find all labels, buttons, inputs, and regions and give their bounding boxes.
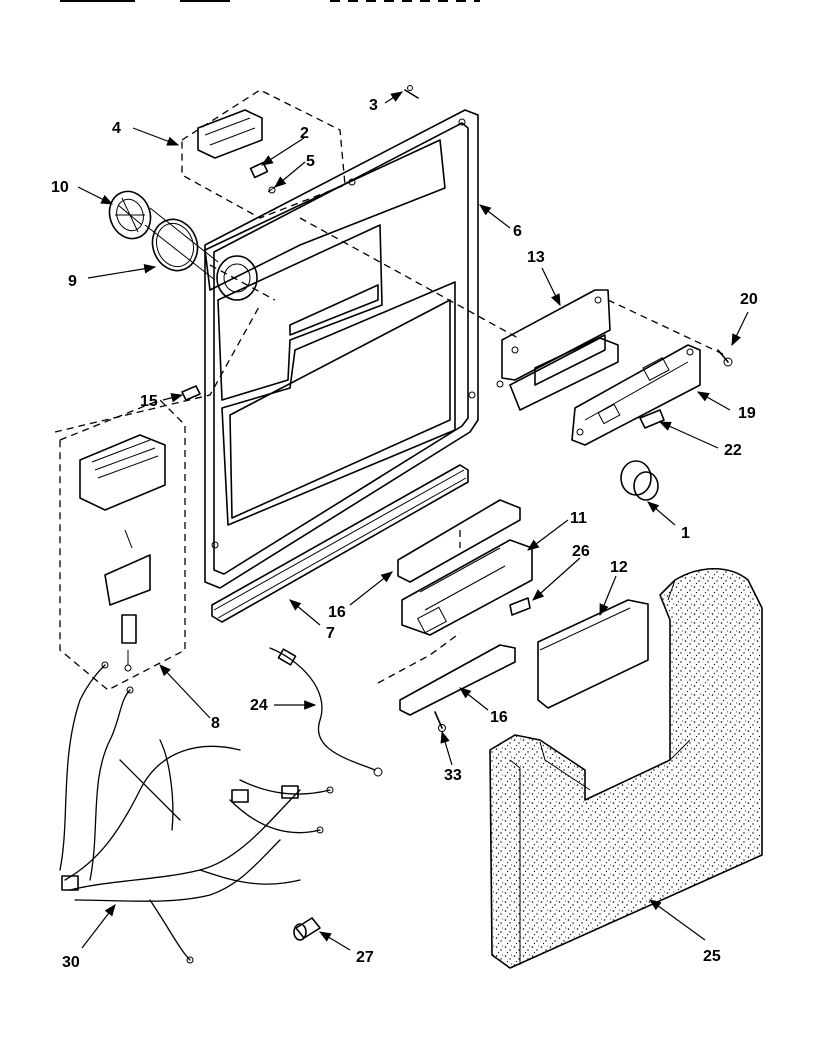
callout-9: 9 xyxy=(68,273,77,290)
control-board xyxy=(571,344,701,446)
latch-spring xyxy=(509,597,531,616)
leader-lines xyxy=(54,91,749,951)
door-cable xyxy=(269,647,383,777)
callout-20: 20 xyxy=(740,291,758,308)
control-knob xyxy=(620,460,659,501)
control-bracket xyxy=(496,289,619,411)
callout-5: 5 xyxy=(306,153,315,170)
callout-3: 3 xyxy=(369,97,378,114)
callout-labels: 1 2 3 4 5 6 7 8 9 10 11 12 13 15 16 16 1… xyxy=(51,97,758,971)
callout-19: 19 xyxy=(738,405,756,422)
callout-24: 24 xyxy=(250,697,268,714)
callout-2: 2 xyxy=(300,125,309,142)
door-inner-panel xyxy=(204,109,479,589)
door-insulation xyxy=(489,567,763,969)
callout-4: 4 xyxy=(112,120,121,137)
clip xyxy=(181,385,201,401)
callout-10: 10 xyxy=(51,179,69,196)
screw xyxy=(404,85,419,99)
callout-16-upper: 16 xyxy=(328,604,346,621)
callout-8: 8 xyxy=(211,715,220,732)
callout-25: 25 xyxy=(703,948,721,965)
callout-1: 1 xyxy=(681,525,690,542)
lower-trim-strip xyxy=(211,464,469,623)
callout-30: 30 xyxy=(62,954,80,971)
console-panel xyxy=(537,599,649,709)
thermostat xyxy=(293,917,321,941)
callout-6: 6 xyxy=(513,223,522,240)
soap-dispenser xyxy=(397,499,533,716)
screw xyxy=(434,711,446,732)
callout-27: 27 xyxy=(356,949,374,966)
vent-assembly xyxy=(108,190,219,281)
callout-15: 15 xyxy=(140,393,158,410)
callout-33: 33 xyxy=(444,767,462,784)
latch-kit xyxy=(181,89,346,219)
wiring-harness xyxy=(59,661,334,964)
callout-26: 26 xyxy=(572,543,590,560)
callout-13: 13 xyxy=(527,249,545,266)
callout-7: 7 xyxy=(326,625,335,642)
callout-22: 22 xyxy=(724,442,742,459)
dispenser-kit xyxy=(59,399,186,691)
connector xyxy=(639,409,665,429)
callout-16-lower: 16 xyxy=(490,709,508,726)
callout-11: 11 xyxy=(570,510,587,527)
callout-12: 12 xyxy=(610,559,628,576)
